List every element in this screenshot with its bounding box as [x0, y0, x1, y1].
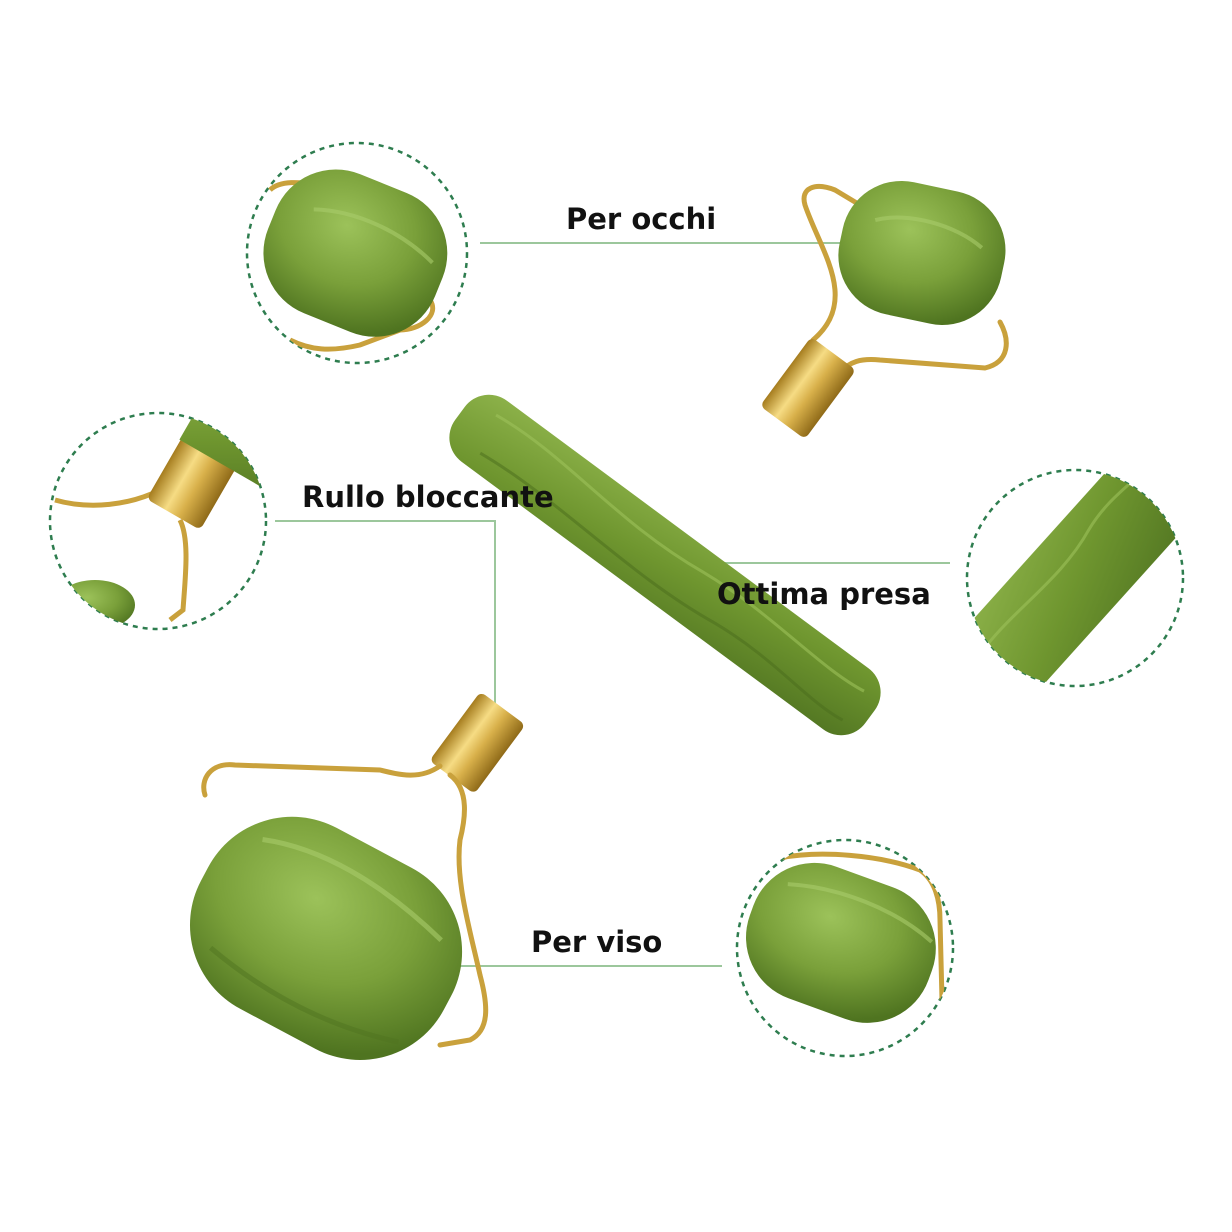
top-gold-collar	[762, 339, 854, 437]
label-ottima-presa: Ottima presa	[717, 577, 931, 611]
jade-roller	[189, 180, 1009, 1060]
top-frame-wire	[801, 184, 1009, 375]
handle	[449, 394, 881, 736]
leader-lines	[275, 242, 950, 967]
label-per-viso: Per viso	[531, 925, 663, 959]
bottom-gold-collar	[431, 693, 524, 792]
label-per-occhi: Per occhi	[566, 202, 717, 236]
detail-circle-face	[735, 838, 955, 1058]
detail-circle-eyes	[245, 141, 469, 365]
small-roller-eyes	[838, 180, 1006, 325]
leader-line-lock	[275, 520, 496, 745]
big-roller-face	[189, 816, 463, 1060]
label-rullo-bloccante: Rullo bloccante	[302, 480, 554, 514]
detail-circle-lock	[48, 411, 268, 631]
detail-circle-grip	[965, 468, 1185, 688]
bottom-frame-wire	[201, 762, 489, 1048]
